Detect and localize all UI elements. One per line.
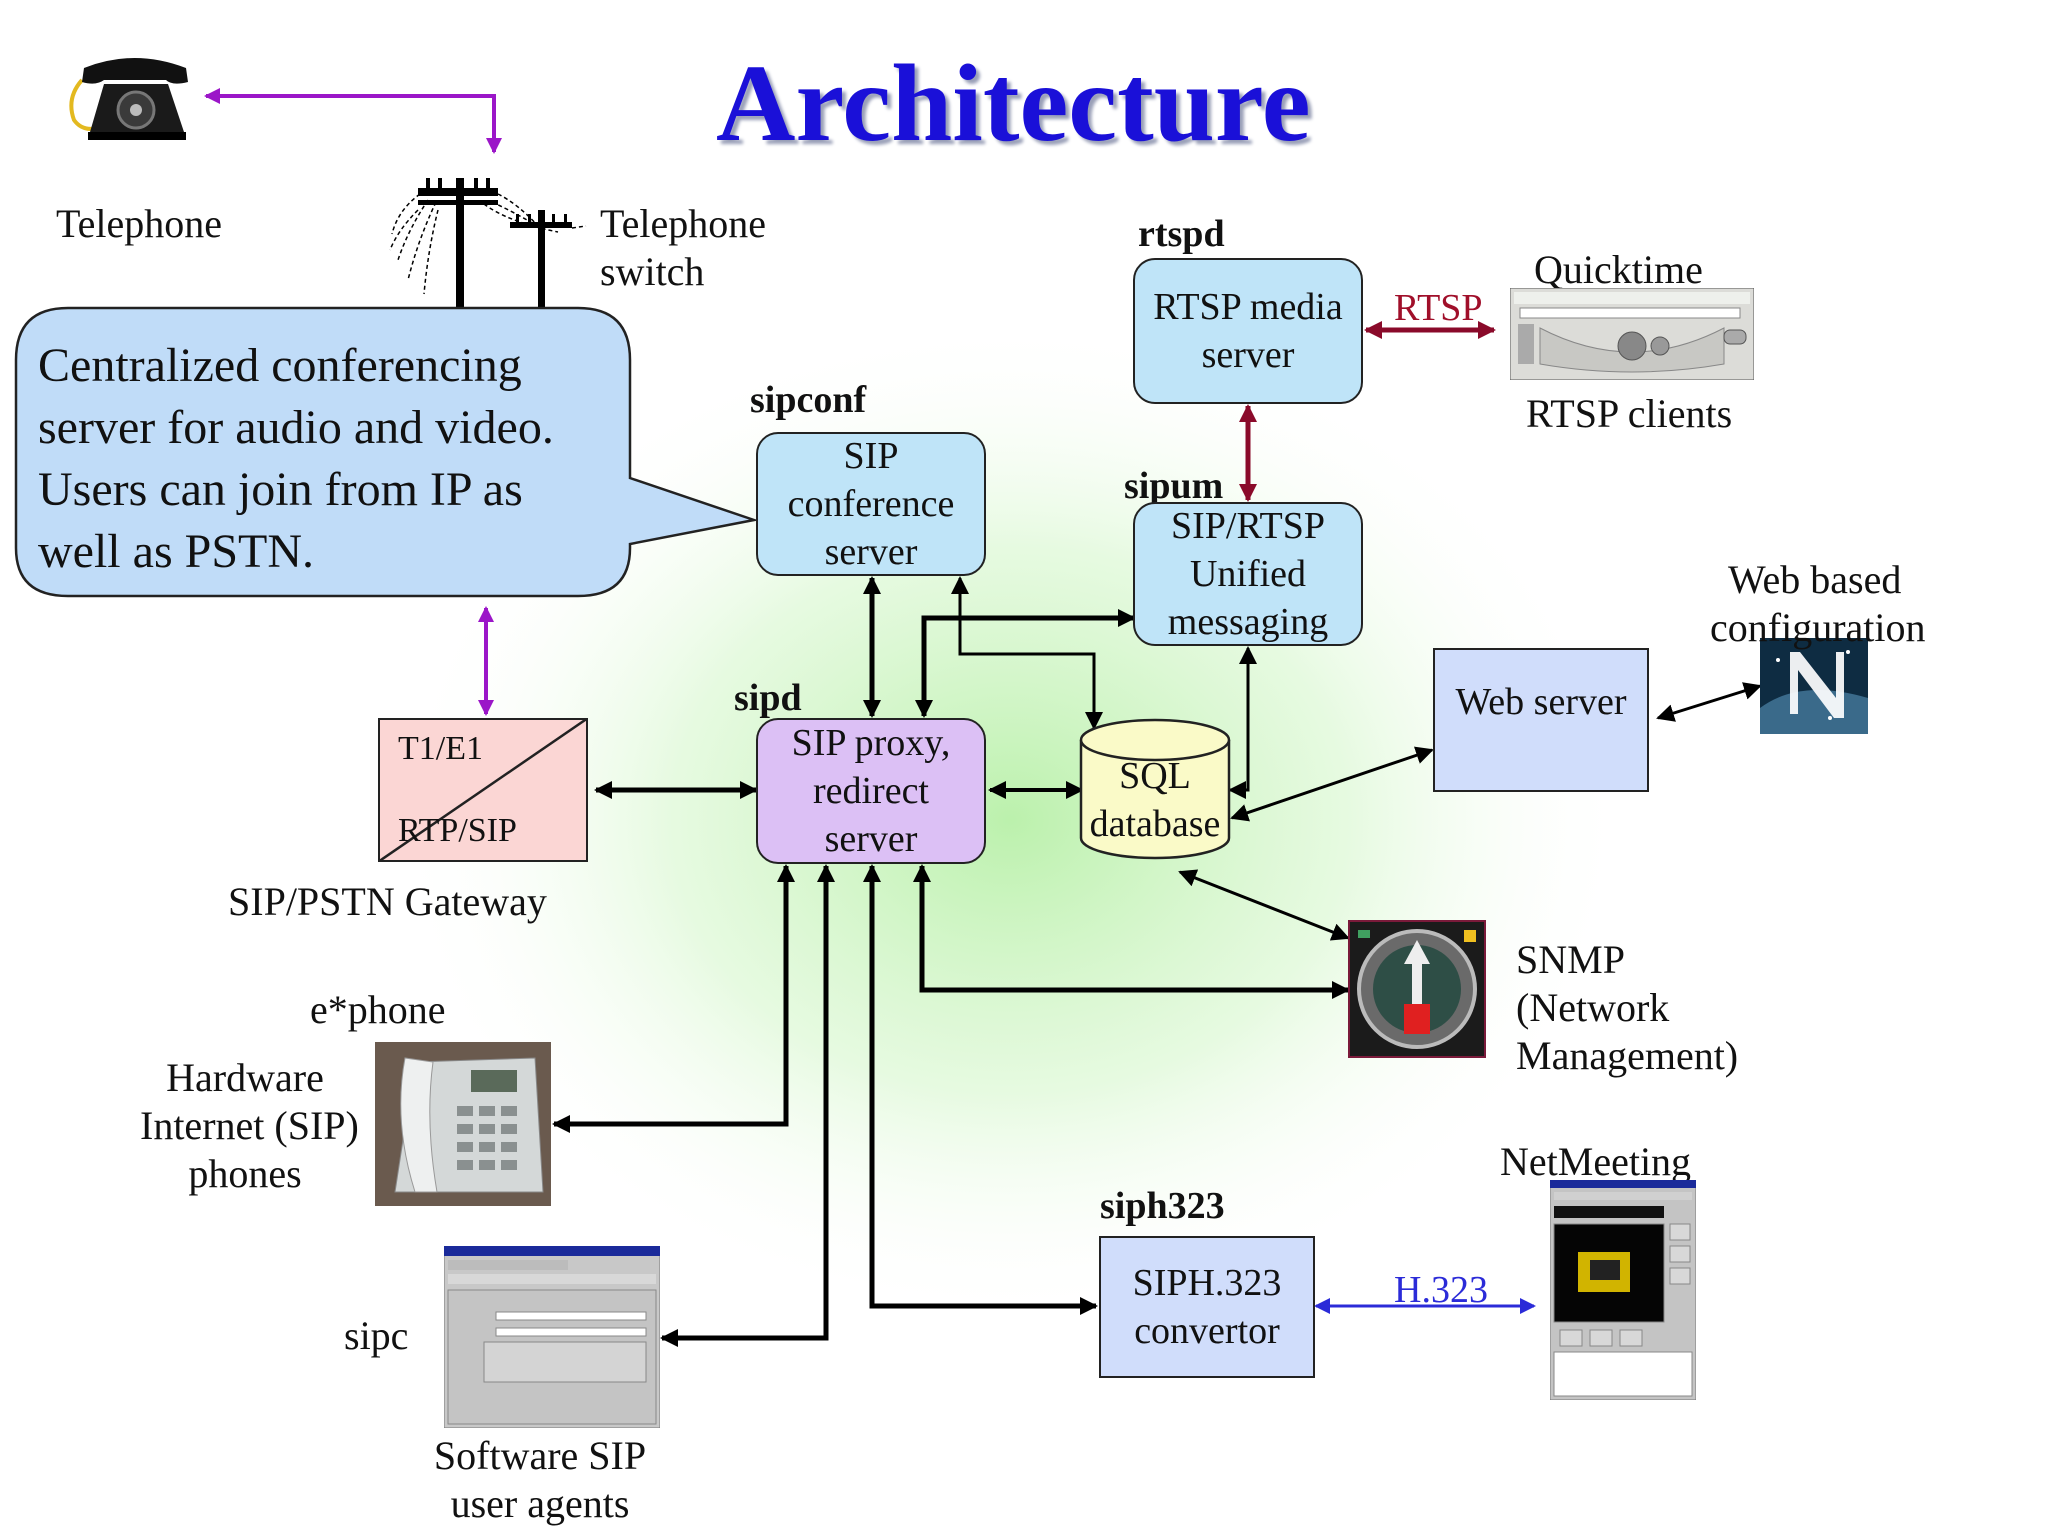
conf-line-3: server (824, 531, 918, 573)
sipc-label: sipc (344, 1313, 409, 1358)
quicktime-label: Quicktime (1534, 247, 1703, 292)
hardware-phones-label-1: Hardware (166, 1055, 324, 1100)
snmp-label-1: SNMP (1516, 937, 1625, 982)
conf-line-1: SIP (843, 435, 899, 477)
proxy-ephone-link (552, 864, 795, 1133)
rotary-telephone-icon (69, 58, 188, 140)
hardware-phones-label-2: Internet (SIP) (140, 1103, 359, 1148)
sql-line-1: SQL (1119, 755, 1191, 797)
callout-line-1: Centralized conferencing (38, 339, 522, 392)
sip-conference-server-box: SIP conference server (756, 432, 986, 576)
rtsp-server-line-1: RTSP media (1153, 286, 1343, 328)
siph323-line-2: convertor (1134, 1310, 1280, 1352)
proxy-snmp-link (913, 864, 1350, 999)
proxy-siph323-link (863, 864, 1098, 1315)
proxy-line-1: SIP proxy, (791, 722, 951, 764)
netmeeting-window-icon (1550, 1180, 1696, 1400)
ephone-label: e*phone (310, 987, 446, 1032)
web-server-label: Web server (1455, 681, 1627, 723)
um-line-2: Unified (1189, 553, 1307, 595)
snmp-label-2: (Network (1516, 985, 1670, 1030)
snmp-gauge-icon (1348, 920, 1486, 1058)
page-title: Architecture (716, 42, 1311, 164)
conference-sql-link (951, 576, 1103, 730)
hardware-phones-label-3: phones (188, 1151, 302, 1196)
sip-rtsp-unified-messaging-box: SIP/RTSP Unified messaging (1133, 502, 1363, 646)
callout-line-4: well as PSTN. (38, 525, 314, 578)
sql-line-2: database (1089, 803, 1221, 845)
sip-pstn-gateway-box (378, 718, 588, 862)
proxy-line-3: server (824, 818, 918, 860)
siph323-label: siph323 (1100, 1185, 1225, 1227)
telephone-poles-icon (389, 178, 587, 310)
callout-line-3: Users can join from IP as (38, 463, 523, 516)
sip-proxy-redirect-server-box: SIP proxy, redirect server (756, 718, 986, 864)
snmp-label-3: Management) (1516, 1033, 1739, 1078)
conf-line-2: conference (787, 483, 955, 525)
sipum-label: sipum (1124, 465, 1224, 507)
um-line-1: SIP/RTSP (1170, 505, 1326, 547)
software-sip-label-1: Software SIP (433, 1433, 647, 1478)
telephone-switch-label-1: Telephone (600, 201, 767, 246)
rtsp-label: RTSP (1394, 287, 1483, 329)
rtspd-label: rtspd (1138, 213, 1225, 255)
siph323-line-1: SIPH.323 (1132, 1262, 1282, 1304)
rtsp-server-line-2: server (1201, 334, 1295, 376)
netmeeting-label: NetMeeting (1500, 1139, 1692, 1184)
proxy-sipc-link (660, 864, 835, 1347)
web-netscape-link (1656, 682, 1762, 722)
sip-pstn-gateway-label: SIP/PSTN Gateway (228, 879, 547, 924)
quicktime-player-icon (1510, 288, 1754, 380)
sipd-label: sipd (734, 677, 802, 719)
web-server-box: Web server (1433, 648, 1649, 792)
um-line-3: messaging (1167, 601, 1329, 643)
sql-database-cylinder (1079, 718, 1231, 860)
proxy-line-2: redirect (812, 770, 929, 812)
software-sip-label-2: user agents (450, 1481, 630, 1526)
rtsp-clients-label: RTSP clients (1526, 391, 1733, 436)
h323-label: H.323 (1394, 1269, 1488, 1311)
phone-switch-link (204, 88, 502, 154)
sql-snmp-link (1178, 869, 1350, 941)
siph323-convertor-box: SIPH.323 convertor (1099, 1236, 1315, 1378)
rtsp-media-server-box: RTSP media server (1133, 258, 1363, 404)
um-sql-link (1228, 646, 1257, 799)
gateway-top-label: T1/E1 (398, 730, 483, 767)
web-config-label-2: configuration (1710, 605, 1926, 650)
gateway-bottom-label: RTP/SIP (398, 812, 517, 849)
web-config-label-1: Web based (1728, 557, 1902, 602)
telephone-switch-label-2: switch (600, 249, 705, 294)
telephone-label: Telephone (56, 201, 223, 246)
callout-bubble (14, 306, 759, 598)
desk-phone-icon (375, 1042, 551, 1206)
sql-web-link (1230, 746, 1434, 822)
callout-line-2: server for audio and video. (38, 401, 554, 454)
sipconf-label: sipconf (750, 379, 867, 421)
proxy-um-link (915, 609, 1136, 718)
gateway-diagonal (380, 720, 586, 860)
sipc-window-icon (444, 1246, 660, 1428)
netscape-n-icon (1760, 638, 1868, 734)
